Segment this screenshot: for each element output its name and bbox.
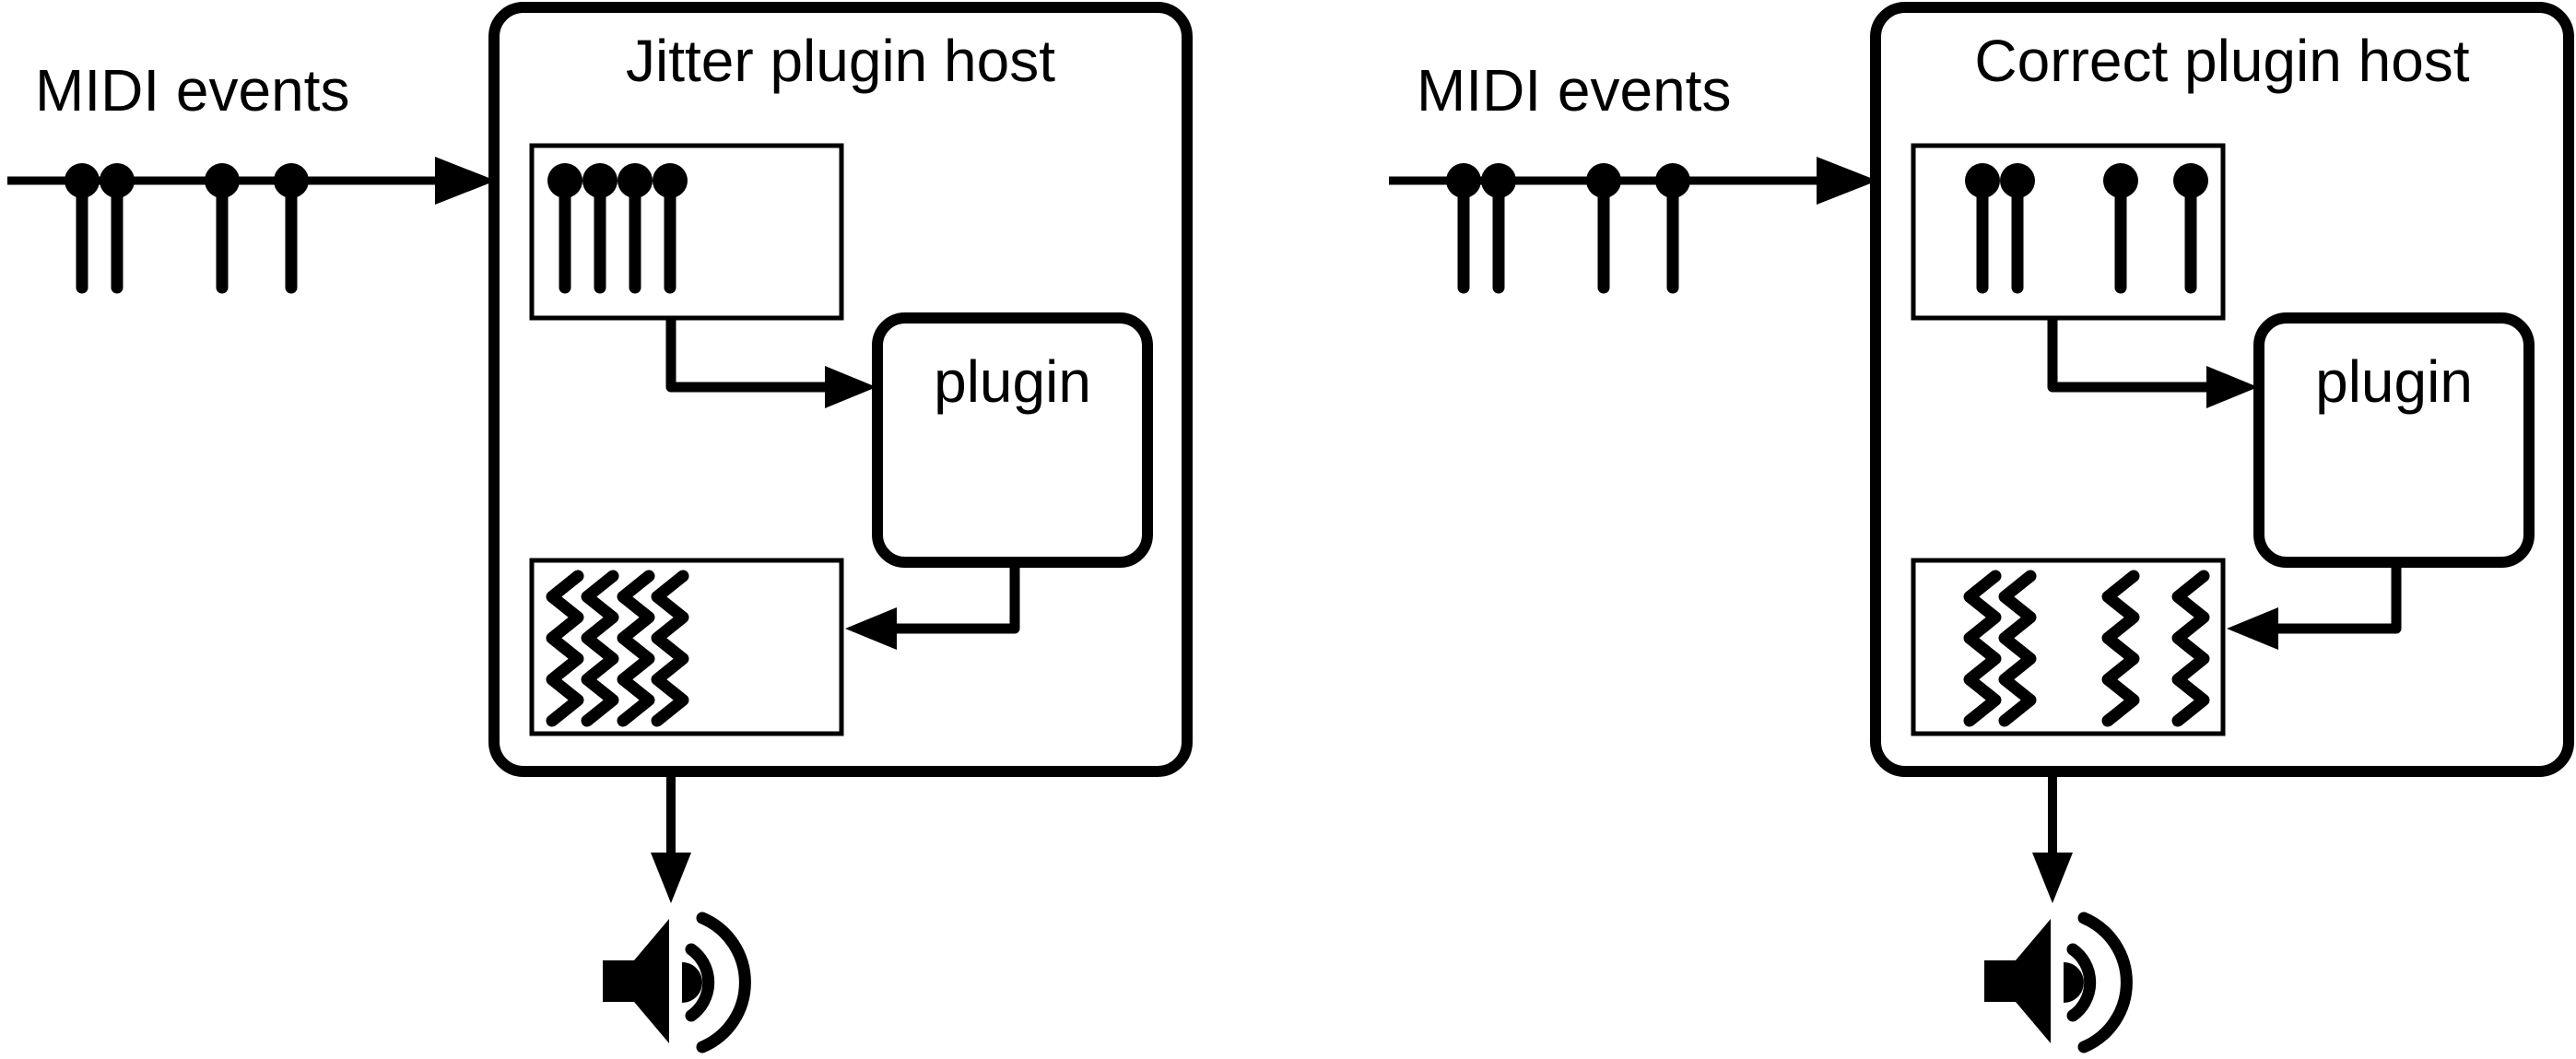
speaker-sound-icon bbox=[1984, 912, 2133, 1053]
plugin-label: plugin bbox=[2315, 348, 2473, 415]
left-arrowhead-icon bbox=[2227, 607, 2278, 650]
audio-zigzag-icon bbox=[651, 570, 689, 727]
midi-note-head bbox=[618, 163, 653, 198]
plugin-host-box bbox=[488, 2, 1193, 777]
plugin-to-audio-arrow bbox=[2227, 562, 2402, 650]
input-notes bbox=[65, 163, 309, 294]
audio-zigzag-icon bbox=[1963, 570, 2002, 727]
buffer-to-plugin-arrow bbox=[2047, 318, 2258, 408]
input-arrowhead-icon bbox=[435, 157, 496, 205]
midi-events-label: MIDI events bbox=[1417, 57, 1732, 124]
plugin-host-box bbox=[1870, 2, 2574, 777]
audio-waveforms bbox=[546, 570, 689, 727]
left-arrowhead-icon bbox=[845, 607, 897, 650]
buffer-to-plugin-arrow bbox=[665, 318, 876, 408]
audio-waveforms bbox=[1963, 570, 2210, 727]
buffer-notes bbox=[1965, 163, 2208, 294]
output-arrow bbox=[651, 771, 691, 903]
audio-zigzag-icon bbox=[581, 570, 619, 727]
down-arrowhead-icon bbox=[2032, 853, 2073, 903]
event-buffer-box bbox=[529, 143, 844, 321]
right-arrowhead-icon bbox=[2206, 366, 2258, 408]
plugin-to-audio-arrow bbox=[845, 562, 1020, 650]
midi-note-head bbox=[582, 163, 618, 198]
midi-note-head bbox=[653, 163, 688, 198]
midi-note-head bbox=[65, 163, 100, 198]
midi-note-head bbox=[205, 163, 240, 198]
audio-zigzag-icon bbox=[1998, 570, 2037, 727]
diagram-art bbox=[7, 2, 1193, 1053]
host-title: Jitter plugin host bbox=[625, 28, 1056, 94]
right-arrowhead-icon bbox=[825, 366, 876, 408]
audio-zigzag-icon bbox=[617, 570, 655, 727]
midi-note-head bbox=[274, 163, 309, 198]
midi-note-head bbox=[2173, 163, 2208, 198]
correct-host-diagram: MIDI events Correct plugin host plugin bbox=[1382, 0, 2576, 1059]
audio-zigzag-icon bbox=[546, 570, 584, 727]
diagram-art bbox=[1389, 2, 2574, 1053]
jitter-host-diagram: MIDI events Jitter plugin host plugin bbox=[0, 0, 1198, 1059]
event-buffer-box bbox=[1911, 143, 2226, 321]
midi-note-head bbox=[1965, 163, 2000, 198]
plugin-label: plugin bbox=[934, 348, 1091, 415]
audio-buffer-box bbox=[1911, 558, 2226, 736]
down-arrowhead-icon bbox=[651, 853, 691, 903]
midi-events-label: MIDI events bbox=[35, 57, 350, 124]
input-notes bbox=[1446, 163, 1690, 294]
buffer-notes bbox=[547, 163, 688, 294]
midi-note-head bbox=[100, 163, 135, 198]
audio-zigzag-icon bbox=[2171, 570, 2210, 727]
host-title: Correct plugin host bbox=[1974, 28, 2470, 94]
midi-note-head bbox=[547, 163, 582, 198]
midi-note-head bbox=[2103, 163, 2138, 198]
audio-zigzag-icon bbox=[2101, 570, 2140, 727]
midi-note-head bbox=[1586, 163, 1621, 198]
midi-note-head bbox=[2000, 163, 2035, 198]
output-arrow bbox=[2032, 771, 2073, 903]
midi-note-head bbox=[1655, 163, 1690, 198]
midi-note-head bbox=[1446, 163, 1481, 198]
midi-note-head bbox=[1481, 163, 1516, 198]
speaker-sound-icon bbox=[603, 912, 751, 1053]
input-arrowhead-icon bbox=[1817, 157, 1877, 205]
audio-buffer-box bbox=[529, 558, 844, 736]
